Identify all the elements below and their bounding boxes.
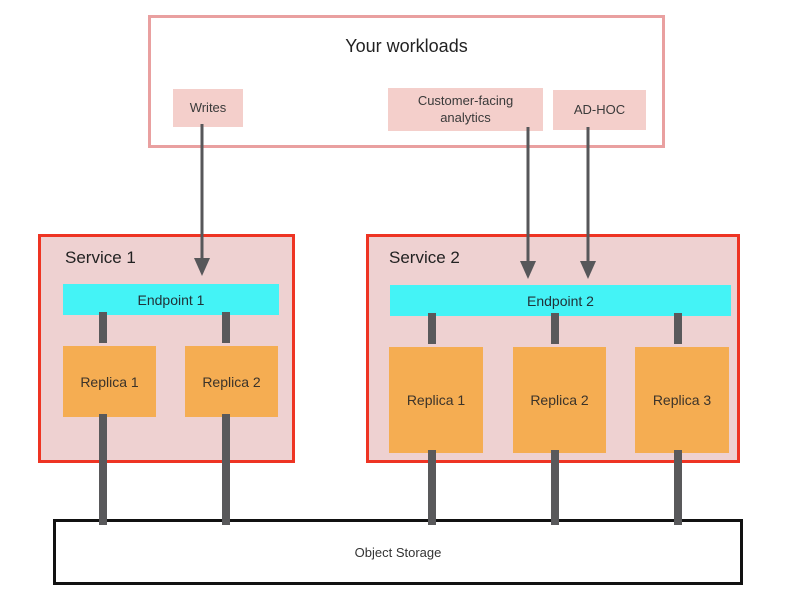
writes-box: Writes bbox=[173, 89, 243, 127]
ad-hoc-label: AD-HOC bbox=[573, 101, 626, 117]
service-2-replica-1: Replica 1 bbox=[389, 347, 483, 453]
service-2-replica-3: Replica 3 bbox=[635, 347, 729, 453]
connector bbox=[222, 414, 230, 525]
service-2-replica-2-label: Replica 2 bbox=[530, 392, 589, 408]
object-storage-label: Object Storage bbox=[354, 544, 442, 560]
writes-label: Writes bbox=[189, 99, 227, 115]
connector bbox=[674, 450, 682, 525]
service-1-endpoint-label: Endpoint 1 bbox=[137, 291, 205, 308]
service-1-endpoint: Endpoint 1 bbox=[63, 284, 279, 315]
connector bbox=[551, 313, 559, 344]
workloads-title: Your workloads bbox=[345, 36, 468, 56]
service-2-replica-2: Replica 2 bbox=[513, 347, 606, 453]
object-storage-box: Object Storage bbox=[53, 519, 743, 585]
connector bbox=[428, 450, 436, 525]
customer-facing-analytics-box: Customer-facing analytics bbox=[388, 88, 543, 131]
service-2-title: Service 2 bbox=[389, 248, 460, 267]
service-1-box: Service 1 Endpoint 1 Replica 1 Replica 2 bbox=[38, 234, 295, 463]
service-1-replica-2-label: Replica 2 bbox=[202, 373, 261, 390]
ad-hoc-box: AD-HOC bbox=[553, 90, 646, 130]
service-2-box: Service 2 Endpoint 2 Replica 1 Replica 2… bbox=[366, 234, 740, 463]
service-1-replica-2: Replica 2 bbox=[185, 346, 278, 417]
service-1-replica-1-label: Replica 1 bbox=[80, 373, 139, 390]
connector bbox=[674, 313, 682, 344]
connector bbox=[99, 414, 107, 525]
service-2-replica-1-label: Replica 1 bbox=[406, 392, 466, 408]
workloads-box: Your workloads Writes Customer-facing an… bbox=[148, 15, 665, 148]
service-1-title: Service 1 bbox=[65, 248, 136, 267]
connector bbox=[99, 312, 107, 343]
service-2-endpoint: Endpoint 2 bbox=[390, 285, 731, 316]
service-2-replica-3-label: Replica 3 bbox=[652, 392, 712, 408]
customer-facing-analytics-label: Customer-facing analytics bbox=[417, 93, 514, 125]
connector bbox=[551, 450, 559, 525]
connector bbox=[222, 312, 230, 343]
service-1-replica-1: Replica 1 bbox=[63, 346, 156, 417]
service-2-endpoint-label: Endpoint 2 bbox=[527, 292, 594, 309]
connector bbox=[428, 313, 436, 344]
